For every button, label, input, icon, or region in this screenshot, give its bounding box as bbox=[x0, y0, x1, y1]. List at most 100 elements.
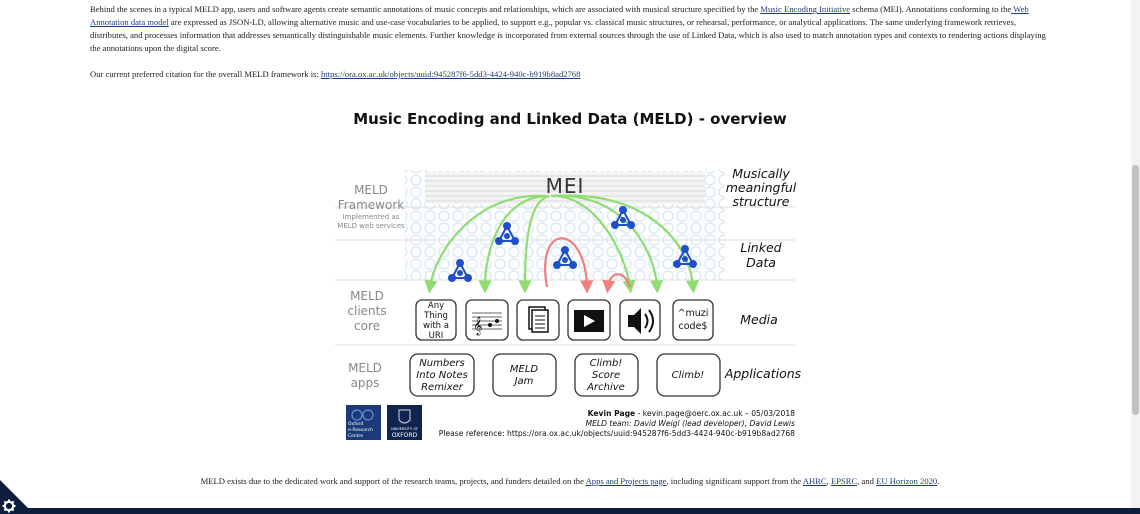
oerc-text-2: e-Research bbox=[348, 427, 373, 433]
apps-label-1: MELD bbox=[348, 361, 382, 375]
media-score[interactable]: 𝄞 bbox=[465, 299, 509, 341]
structure-label-2: meaningful bbox=[726, 180, 797, 195]
score-strip bbox=[425, 172, 705, 204]
apps-label-2: apps bbox=[351, 376, 380, 390]
media-video[interactable] bbox=[567, 299, 611, 341]
intro-text-3: are expressed as JSON-LD, allowing alter… bbox=[90, 17, 1046, 53]
eu-horizon-link[interactable]: EU Horizon 2020 bbox=[876, 476, 938, 486]
web-annotation-link[interactable]: Web Annotation data model bbox=[90, 4, 1029, 27]
structure-label-1: Musically bbox=[732, 166, 790, 181]
treble-clef-icon: 𝄞 bbox=[473, 316, 482, 336]
funding-text-2: , including significant support from the bbox=[666, 476, 803, 486]
app-numbers-into-notes[interactable]: Numbers Into Notes Remixer bbox=[409, 353, 475, 397]
app-boxes: Numbers Into Notes Remixer MELD Jam Clim… bbox=[409, 353, 721, 397]
meld-overview-diagram: Music Encoding and Linked Data (MELD) - … bbox=[325, 102, 820, 444]
app-meld-jam[interactable]: MELD Jam bbox=[492, 353, 557, 397]
document-icon bbox=[531, 309, 549, 333]
any-text-2: Thing bbox=[423, 311, 448, 321]
node-icon bbox=[495, 222, 519, 245]
funding-text-1: MELD exists due to the dedicated work an… bbox=[200, 476, 586, 486]
node-icon bbox=[611, 206, 635, 229]
apps-projects-link[interactable]: Apps and Projects page bbox=[585, 476, 667, 486]
linked-label-2: Data bbox=[746, 255, 776, 270]
vertical-scrollbar[interactable] bbox=[1131, 0, 1140, 514]
app-climb-score-archive[interactable]: Climb! Score Archive bbox=[574, 353, 639, 397]
sound-wave-icon bbox=[648, 309, 654, 333]
funding-note: MELD exists due to the dedicated work an… bbox=[0, 476, 1140, 486]
crest-icon bbox=[398, 409, 411, 424]
framework-sub-2: MELD web services bbox=[337, 222, 405, 230]
muzi-text-2: code$ bbox=[679, 321, 708, 332]
media-audio[interactable] bbox=[619, 299, 661, 341]
funding-text-3: . bbox=[937, 476, 940, 486]
epsrc-link[interactable]: EPSRC bbox=[830, 476, 858, 486]
svg-text:Kevin Page - kevin.page@oerc.o: Kevin Page - kevin.page@oerc.ox.ac.uk – … bbox=[588, 409, 796, 418]
jam-text-1: MELD bbox=[510, 364, 539, 375]
framework-sub-1: Implemented as bbox=[343, 213, 400, 221]
node-icon bbox=[448, 259, 472, 282]
linked-label-1: Linked bbox=[740, 240, 781, 255]
note-head bbox=[495, 319, 499, 323]
oerc-text-3: Centre bbox=[348, 433, 363, 439]
diagram-title: Music Encoding and Linked Data (MELD) - … bbox=[353, 110, 787, 128]
any-text-4: URI bbox=[429, 331, 444, 341]
intro-paragraph: Behind the scenes in a typical MELD app,… bbox=[90, 3, 1050, 55]
gear-icon[interactable] bbox=[2, 499, 16, 513]
clients-label-1: MELD bbox=[350, 289, 384, 303]
credit-contact: - kevin.page@oerc.ox.ac.uk – 05/03/2018 bbox=[635, 409, 795, 418]
mei-label: MEI bbox=[546, 174, 585, 198]
document-lines bbox=[535, 315, 545, 329]
media-any-uri[interactable]: Any Thing with a URI bbox=[415, 299, 457, 341]
funding-sep-2: , and bbox=[857, 476, 877, 486]
node-icon bbox=[673, 245, 697, 268]
numbers-text-2: Into Notes bbox=[416, 370, 467, 381]
right-labels: Musically meaningful structure Linked Da… bbox=[724, 166, 802, 381]
oerc-logo: Oxford e-Research Centre bbox=[346, 405, 381, 440]
clients-label-2: clients bbox=[347, 304, 386, 318]
credit-author: Kevin Page bbox=[588, 409, 636, 418]
scrollbar-thumb[interactable] bbox=[1132, 165, 1139, 415]
muzi-text-1: ^muzi bbox=[678, 308, 709, 319]
any-text-1: Any bbox=[428, 301, 444, 311]
oxford-logo: UNIVERSITY OF OXFORD bbox=[387, 405, 422, 440]
framework-label-1: MELD bbox=[354, 183, 388, 197]
citation-link[interactable]: https://ora.ox.ac.uk/objects/uuid:945287… bbox=[320, 69, 581, 79]
any-text-3: with a bbox=[423, 321, 449, 331]
clients-label-3: core bbox=[354, 319, 380, 333]
media-muzicode[interactable]: ^muzi code$ bbox=[672, 299, 714, 341]
intro-text-1: Behind the scenes in a typical MELD app,… bbox=[90, 4, 761, 14]
node-icon bbox=[553, 246, 577, 269]
numbers-text-3: Remixer bbox=[421, 382, 464, 393]
mei-link[interactable]: Music Encoding Initiative bbox=[760, 4, 851, 14]
funding-sep-1: , bbox=[826, 476, 831, 486]
play-icon bbox=[584, 315, 595, 327]
intro-text-2: schema (MEI). Annotations conforming to … bbox=[850, 4, 1012, 14]
oxford-text-2: OXFORD bbox=[392, 432, 418, 439]
red-arcs bbox=[544, 237, 632, 294]
climb-archive-text-2: Score bbox=[592, 370, 620, 381]
settings-corner[interactable] bbox=[0, 480, 34, 514]
left-labels: MELD Framework Implemented as MELD web s… bbox=[337, 183, 405, 390]
app-climb[interactable]: Climb! bbox=[656, 353, 721, 397]
media-document[interactable] bbox=[516, 299, 560, 341]
oxford-text-1: UNIVERSITY OF bbox=[391, 427, 418, 431]
credit-reference: Please reference: https://ora.ox.ac.uk/o… bbox=[439, 429, 795, 438]
media-label: Media bbox=[740, 312, 778, 327]
speaker-icon bbox=[628, 308, 641, 334]
credit-team: MELD team: David Weigl (lead developer),… bbox=[586, 419, 795, 428]
page-footer-bar bbox=[0, 508, 1140, 514]
numbers-text-1: Numbers bbox=[419, 358, 464, 369]
citation-line: Our current preferred citation for the o… bbox=[90, 69, 580, 79]
citation-text: Our current preferred citation for the o… bbox=[90, 69, 321, 79]
sound-wave-icon bbox=[644, 313, 649, 329]
framework-label-2: Framework bbox=[338, 198, 404, 212]
structure-label-3: structure bbox=[732, 194, 789, 209]
note-head bbox=[488, 323, 492, 327]
applications-label: Applications bbox=[724, 366, 802, 381]
climb-archive-text-1: Climb! bbox=[590, 358, 623, 369]
ahrc-link[interactable]: AHRC bbox=[802, 476, 827, 486]
jam-text-2: Jam bbox=[513, 376, 534, 387]
credits: Kevin Page - kevin.page@oerc.ox.ac.uk – … bbox=[439, 409, 795, 438]
linked-data-nodes bbox=[448, 206, 697, 282]
